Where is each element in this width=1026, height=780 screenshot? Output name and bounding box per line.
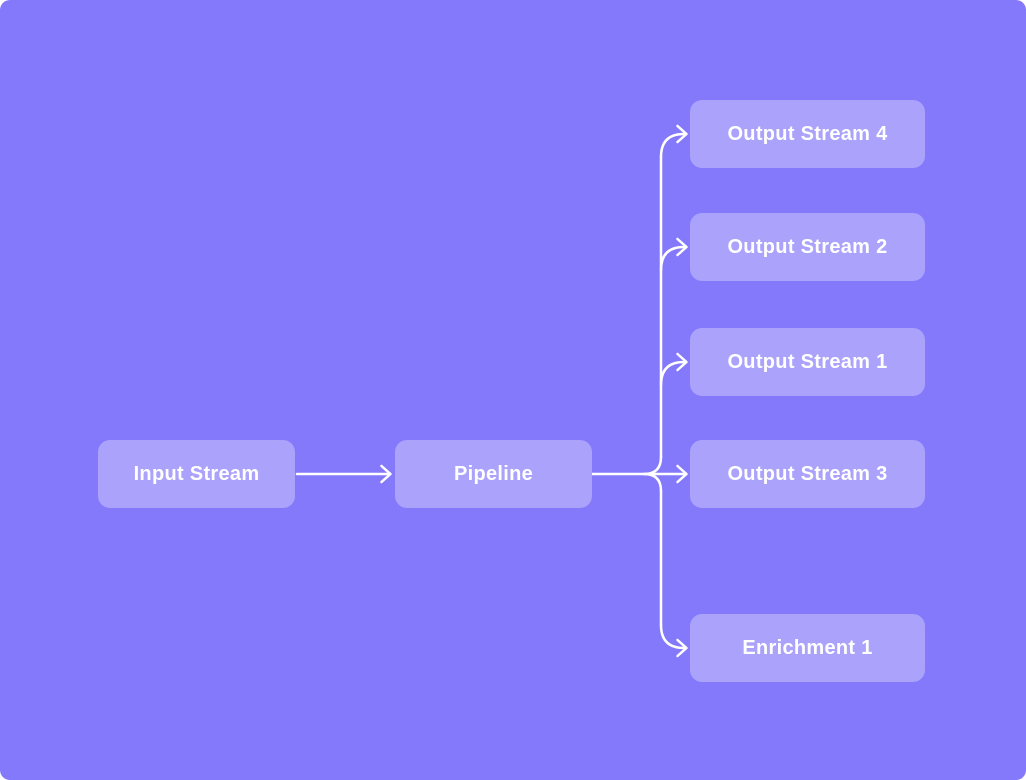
node-label: Output Stream 2 <box>727 235 888 258</box>
arrowhead-icon <box>380 464 392 484</box>
node-label: Output Stream 1 <box>727 350 888 373</box>
connector-input-to-pipeline <box>295 464 392 484</box>
node-label: Enrichment 1 <box>742 636 873 659</box>
arrowhead-icon <box>676 237 688 257</box>
node-input-stream[interactable]: Input Stream <box>98 440 295 508</box>
connector-pipeline-to-output-stream-2 <box>659 237 688 272</box>
node-label: Pipeline <box>453 462 534 485</box>
connector-pipeline-to-output-stream-1 <box>659 352 688 387</box>
connector-pipeline-to-enrichment-1 <box>659 623 688 658</box>
node-output-stream-2[interactable]: Output Stream 2 <box>690 213 925 281</box>
node-output-stream-3[interactable]: Output Stream 3 <box>690 440 925 508</box>
node-pipeline[interactable]: Pipeline <box>395 440 592 508</box>
node-label: Output Stream 3 <box>727 462 888 485</box>
node-output-stream-4[interactable]: Output Stream 4 <box>690 100 925 168</box>
arrowhead-icon <box>676 638 688 658</box>
connector-fanout-trunk <box>642 155 663 627</box>
connector-pipeline-to-output-stream-3 <box>590 464 688 484</box>
connector-pipeline-to-output-stream-4 <box>659 124 688 159</box>
arrowhead-icon <box>676 352 688 372</box>
arrowhead-icon <box>676 124 688 144</box>
node-enrichment-1[interactable]: Enrichment 1 <box>690 614 925 682</box>
node-label: Output Stream 4 <box>727 122 888 145</box>
node-output-stream-1[interactable]: Output Stream 1 <box>690 328 925 396</box>
node-label: Input Stream <box>133 462 260 485</box>
arrowhead-icon <box>676 464 688 484</box>
